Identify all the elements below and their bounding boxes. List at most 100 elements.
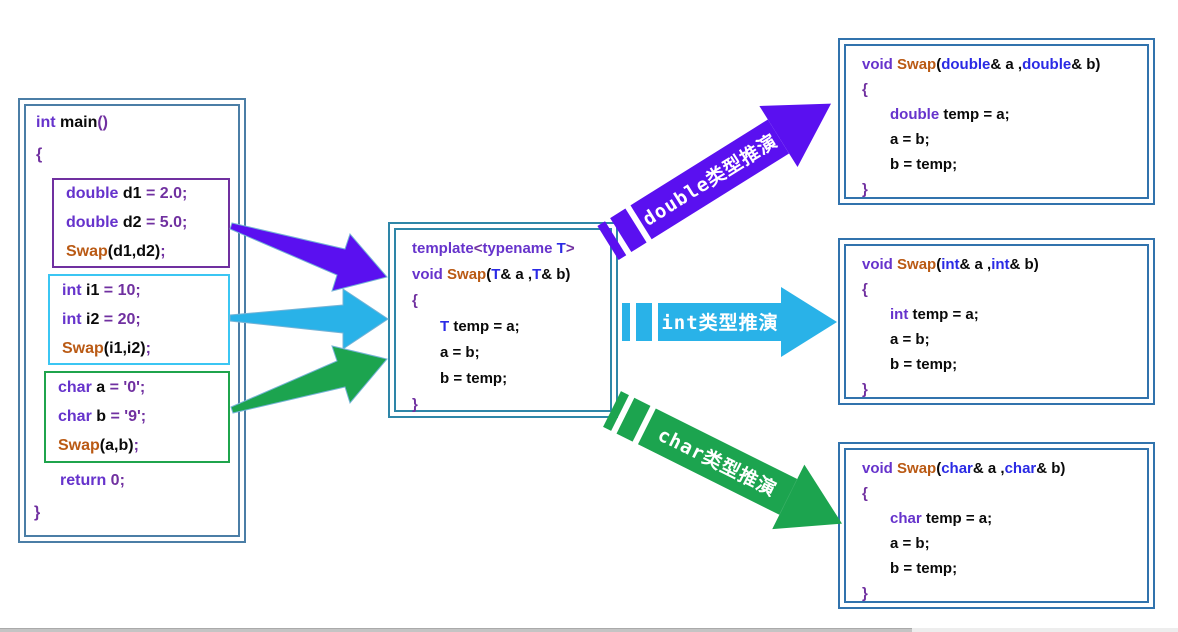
- code-line: int i2 = 20;: [62, 311, 228, 329]
- code-line: double temp = a;: [862, 102, 1145, 127]
- code-token: = 10;: [99, 281, 141, 299]
- code-token: char: [58, 378, 97, 396]
- code-token: char: [58, 407, 97, 425]
- code-token: & b): [1071, 56, 1101, 73]
- code-token: }: [862, 585, 868, 602]
- code-token: & b): [541, 266, 571, 283]
- wedge-arrow-double: [229, 222, 388, 292]
- horizontal-scrollbar-track[interactable]: [0, 628, 1178, 632]
- main-code-box: int main() { double d1 = 2.0;double d2 =…: [18, 98, 246, 543]
- code-token: T: [491, 266, 501, 283]
- code-token: >: [565, 240, 575, 257]
- code-line: void Swap(T& a ,T& b): [412, 262, 608, 288]
- striped-arrow-char: char类型推演: [603, 391, 842, 530]
- code-token: T: [556, 240, 566, 257]
- template-code-box: template<typename T>void Swap(T& a ,T& b…: [388, 222, 618, 418]
- int-statements-group: int i1 = 10; int i2 = 20; Swap(i1,i2);: [48, 274, 230, 365]
- code-token: void: [862, 56, 898, 73]
- code-token: ;: [160, 242, 166, 260]
- striped-arrow-int-label: int类型推演: [661, 311, 778, 334]
- code-token: a = b;: [890, 131, 930, 148]
- code-token: {: [862, 81, 868, 98]
- code-line: T temp = a;: [412, 314, 608, 340]
- code-line: Swap(d1,d2);: [66, 243, 228, 261]
- code-token: & b): [1036, 460, 1066, 477]
- code-line: int temp = a;: [862, 302, 1145, 327]
- code-token: template: [412, 240, 474, 257]
- striped-arrow-double: double类型推演: [597, 103, 832, 260]
- code-token: d1: [122, 185, 142, 203]
- code-token: }: [412, 396, 418, 413]
- swap-double-code-lines: void Swap(double& a ,double& b){double t…: [848, 48, 1145, 198]
- striped-arrow-char-stripe2: [616, 397, 651, 442]
- code-token: (d1,d2): [107, 242, 161, 260]
- code-line-open-brace: {: [36, 146, 42, 164]
- code-token: int: [941, 256, 960, 273]
- striped-arrow-char-label: char类型推演: [654, 423, 780, 501]
- code-token: main: [60, 114, 98, 131]
- code-token: ;: [145, 339, 151, 357]
- striped-arrow-double-body: [630, 119, 790, 240]
- code-line: char a = '0';: [58, 379, 228, 397]
- code-line: b = temp;: [862, 352, 1145, 377]
- code-line: char b = '9';: [58, 408, 228, 426]
- code-token: (: [936, 460, 942, 477]
- code-line-return: return 0;: [60, 472, 125, 490]
- horizontal-scrollbar-thumb[interactable]: [0, 628, 912, 632]
- striped-arrow-int-stripe1: [622, 303, 630, 341]
- code-token: char: [941, 460, 973, 477]
- code-token: typename: [482, 240, 557, 257]
- code-token: b = temp;: [890, 156, 958, 173]
- code-token: Swap: [58, 437, 100, 455]
- code-line-main-header: int main(): [36, 114, 108, 132]
- code-line: void Swap(char& a ,char& b): [862, 456, 1145, 481]
- code-token: = 5.0;: [141, 213, 188, 231]
- code-token: double: [66, 185, 123, 203]
- code-token: int: [36, 114, 60, 131]
- code-token: b = temp;: [440, 370, 508, 387]
- code-token: void: [412, 266, 448, 283]
- swap-int-code-box: void Swap(int& a ,int& b){int temp = a;a…: [838, 238, 1155, 405]
- code-token: }: [862, 181, 868, 198]
- code-token: & b): [1009, 256, 1039, 273]
- code-token: double: [941, 56, 991, 73]
- striped-arrow-int-stripe2: [636, 303, 652, 341]
- code-line: a = b;: [862, 531, 1145, 556]
- code-token: (: [936, 56, 942, 73]
- code-token: }: [862, 381, 868, 398]
- code-token: (: [936, 256, 942, 273]
- code-token: return: [60, 472, 111, 489]
- code-token: }: [34, 504, 41, 521]
- code-token: double: [1022, 56, 1072, 73]
- code-line-close-brace: }: [34, 504, 40, 522]
- code-token: (: [486, 266, 492, 283]
- swap-char-code-lines: void Swap(char& a ,char& b){char temp = …: [848, 452, 1145, 602]
- code-token: = '9';: [106, 407, 147, 425]
- wedge-arrow-char: [230, 345, 388, 414]
- striped-arrow-int-head: [781, 287, 837, 357]
- code-line: a = b;: [412, 340, 608, 366]
- code-token: double: [66, 213, 123, 231]
- code-line: double d2 = 5.0;: [66, 214, 228, 232]
- striped-arrow-char-body: [637, 408, 798, 515]
- code-line: int i1 = 10;: [62, 282, 228, 300]
- code-token: i1: [86, 281, 100, 299]
- code-token: = 20;: [99, 310, 141, 328]
- code-token: <: [473, 240, 483, 257]
- code-token: & a ,: [959, 256, 992, 273]
- wedge-arrow-int: [229, 288, 389, 350]
- code-token: {: [412, 292, 418, 309]
- code-token: int: [62, 281, 86, 299]
- code-line: {: [412, 288, 608, 314]
- code-token: int: [991, 256, 1010, 273]
- code-token: 0;: [110, 472, 125, 489]
- code-line: Swap(i1,i2);: [62, 340, 228, 358]
- double-statements-group: double d1 = 2.0;double d2 = 5.0;Swap(d1,…: [52, 178, 230, 268]
- swap-int-code-lines: void Swap(int& a ,int& b){int temp = a;a…: [848, 248, 1145, 398]
- code-token: temp = a;: [912, 306, 979, 323]
- code-token: a = b;: [890, 331, 930, 348]
- code-line: a = b;: [862, 327, 1145, 352]
- code-token: {: [862, 281, 868, 298]
- code-token: a = b;: [890, 535, 930, 552]
